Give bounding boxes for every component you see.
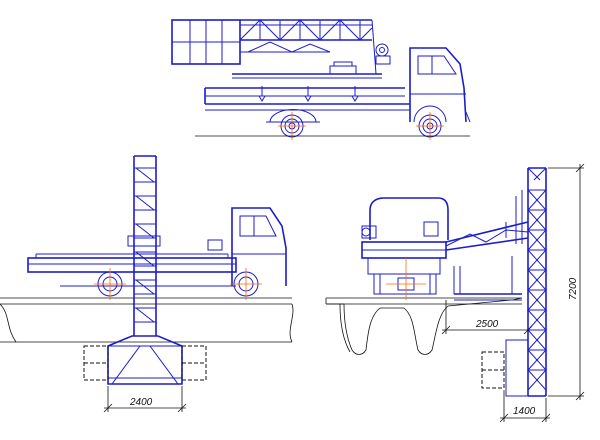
right-truck-rear bbox=[361, 197, 449, 300]
dimension-2400-label: 2400 bbox=[129, 397, 153, 408]
left-truck bbox=[27, 207, 287, 287]
top-boom-truss bbox=[171, 19, 391, 79]
left-underbridge-basket bbox=[83, 335, 207, 385]
left-vertical-mast bbox=[127, 155, 161, 336]
dimension-1400: 1400 bbox=[499, 390, 551, 423]
top-truck-view bbox=[171, 19, 471, 140]
top-truck-body bbox=[204, 47, 471, 123]
right-bridge-section bbox=[325, 297, 523, 355]
right-rear-view: 2500 1400 7200 bbox=[325, 163, 585, 423]
dimension-1400-label: 1400 bbox=[513, 406, 536, 417]
dimension-2400: 2400 bbox=[103, 386, 187, 413]
dimension-2500-label: 2500 bbox=[475, 319, 499, 330]
dimension-7200-label: 7200 bbox=[568, 277, 579, 300]
top-truck-wheels bbox=[278, 112, 444, 140]
left-bridge-deck bbox=[0, 297, 294, 343]
dimension-2500: 2500 bbox=[441, 300, 533, 335]
dimension-7200: 7200 bbox=[548, 163, 585, 401]
left-truck-wheels bbox=[94, 268, 262, 300]
left-working-view: 2400 bbox=[0, 155, 294, 413]
right-swing-arm bbox=[445, 190, 529, 301]
right-vertical-truss bbox=[481, 167, 547, 397]
